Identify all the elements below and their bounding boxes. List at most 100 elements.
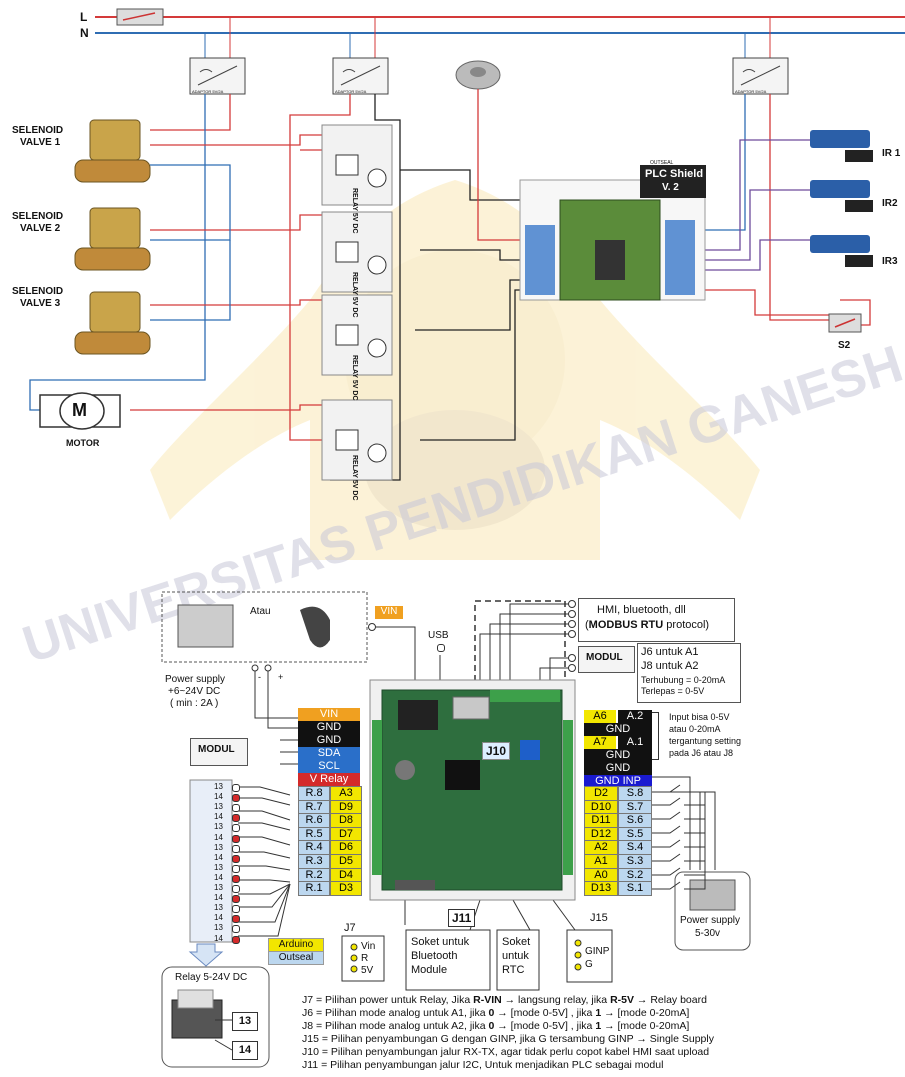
adapter-2 bbox=[332, 17, 389, 95]
j7-label: J7 bbox=[344, 922, 356, 934]
bt-line1: Soket untuk bbox=[411, 936, 470, 948]
terminal-14: 13 bbox=[214, 923, 223, 933]
motor-symbol: M bbox=[72, 400, 87, 420]
relay-module-3 bbox=[321, 294, 393, 376]
psu-group-box bbox=[161, 591, 368, 663]
ir3-label: IR3 bbox=[882, 256, 898, 267]
adapter-1-label: ADAPTOR 5V/2A bbox=[192, 89, 224, 94]
input-switches bbox=[652, 784, 716, 890]
legend-arduino: Arduino bbox=[268, 938, 324, 952]
j10-label: J10 bbox=[482, 742, 511, 760]
terminal-dot-3 bbox=[232, 814, 240, 823]
hmi-line2: (MODBUS RTU protocol) bbox=[585, 619, 709, 631]
psu-minus: - bbox=[258, 672, 261, 682]
relay-box-label: Relay 5-24V DC bbox=[175, 972, 248, 983]
j7-box bbox=[341, 935, 385, 982]
input-note-2: atau 0-20mA bbox=[669, 724, 721, 734]
relay-wire-bundle bbox=[238, 786, 291, 937]
pin-gnd-1: GND bbox=[298, 721, 360, 734]
pin-outseal-R.7: R.7 bbox=[298, 799, 330, 815]
label-n: N bbox=[80, 26, 89, 40]
relay-14: 14 bbox=[232, 1041, 258, 1060]
valve-3-label-b: VALVE 3 bbox=[20, 298, 61, 309]
relay-module-1 bbox=[321, 124, 393, 206]
pin-vin: VIN bbox=[298, 708, 360, 721]
note-3: J15 = Pilihan penyambungan G dengan GINP… bbox=[302, 1033, 714, 1045]
j15-opt-g: G bbox=[585, 959, 593, 970]
terminal-dot-6 bbox=[232, 844, 240, 853]
psu-plus: + bbox=[278, 672, 284, 682]
hmi-paren: ( bbox=[585, 619, 589, 631]
terminal-9: 14 bbox=[214, 872, 223, 882]
terminal-4: 13 bbox=[214, 822, 223, 832]
legend-outseal: Outseal bbox=[268, 951, 324, 965]
pin-right-gnd-1: GND bbox=[584, 723, 652, 736]
note-5: J11 = Pilihan penyambungan jalur I2C, Un… bbox=[302, 1059, 664, 1071]
pin-right-gnd-4: GND bbox=[584, 762, 652, 775]
note-4: J10 = Pilihan penyambungan jalur RX-TX, … bbox=[302, 1046, 710, 1058]
pin-outseal-S.1: S.1 bbox=[618, 881, 652, 897]
input-bracket bbox=[652, 712, 659, 760]
valve-2-label-a: SELENOID bbox=[12, 211, 64, 222]
pin-right-gnd-3: GND bbox=[584, 749, 652, 762]
adapter-1 bbox=[189, 17, 246, 95]
pin-arduino-A2: A2 bbox=[584, 840, 618, 856]
j15-box bbox=[566, 929, 613, 983]
valve-1-label-a: SELENOID bbox=[12, 125, 64, 136]
psu-label-1: Power supply bbox=[165, 674, 226, 685]
terminal-13: 14 bbox=[214, 913, 223, 923]
terminal-10: 13 bbox=[214, 883, 223, 892]
pin-outseal-S.4: S.4 bbox=[618, 840, 652, 856]
hmi-bold: MODBUS RTU bbox=[588, 619, 664, 631]
pin-outseal-S.5: S.5 bbox=[618, 826, 652, 842]
relay-1-label: RELAY 5V DC bbox=[351, 188, 358, 234]
modul-right-box bbox=[578, 646, 635, 673]
dashed-hmi-box bbox=[474, 600, 566, 682]
terminal-2: 13 bbox=[214, 802, 223, 812]
terminal-1: 14 bbox=[214, 792, 223, 802]
j15-label: J15 bbox=[590, 912, 608, 924]
pin-outseal-S.6: S.6 bbox=[618, 813, 652, 829]
pin-outseal-R.8: R.8 bbox=[298, 786, 330, 801]
pin-outseal-R.1: R.1 bbox=[298, 881, 330, 897]
note-0: J7 = Pilihan power untuk Relay, Jika R-V… bbox=[302, 994, 707, 1006]
pin-outseal-R.4: R.4 bbox=[298, 840, 330, 856]
rtc-line1: Soket bbox=[502, 936, 531, 948]
pin-gnd-2: GND bbox=[298, 734, 360, 747]
terminal-6: 13 bbox=[214, 842, 223, 852]
ir1-label: IR 1 bbox=[882, 148, 901, 159]
j6-info-3: Terhubung = 0-20mA bbox=[641, 675, 726, 685]
valve-3-label-a: SELENOID bbox=[12, 286, 64, 297]
pin-right-A7: A7 bbox=[584, 736, 616, 749]
adapter-2-label: ADAPTOR 5V/2A bbox=[335, 89, 367, 94]
adapter-3 bbox=[732, 17, 789, 95]
s2-label: S2 bbox=[838, 340, 851, 351]
adapter-3-label: ADAPTOR 5V/2A bbox=[735, 89, 767, 94]
ir-sensor-2 bbox=[810, 180, 873, 212]
psu-right-2: 5-30v bbox=[695, 928, 721, 939]
note-1: J6 = Pilihan mode analog untuk A1, jika … bbox=[302, 1007, 690, 1019]
rtc-box bbox=[496, 929, 540, 991]
motor-label: MOTOR bbox=[66, 438, 100, 448]
terminal-dot-14 bbox=[232, 925, 240, 934]
relay-13: 13 bbox=[232, 1012, 258, 1031]
terminal-dot-1 bbox=[232, 794, 240, 803]
psu-brick bbox=[177, 604, 234, 648]
terminal-dot-5 bbox=[232, 834, 240, 843]
pin-arduino-D4: D4 bbox=[330, 867, 362, 883]
pin-right-gnd-inp: GND INP bbox=[584, 775, 652, 788]
upper-wiring bbox=[29, 89, 871, 481]
pin-arduino-D12: D12 bbox=[584, 826, 618, 842]
pin-arduino-A1: A1 bbox=[584, 854, 618, 869]
down-arrow bbox=[188, 943, 224, 967]
relay-module-4 bbox=[321, 399, 393, 481]
psu-right-image bbox=[689, 879, 736, 911]
pin-right-A.1: A.1 bbox=[618, 736, 652, 749]
j7-opt-vin: Vin bbox=[361, 941, 376, 952]
modul-left-box bbox=[190, 738, 248, 766]
bt-box bbox=[405, 929, 491, 991]
plc-shield-board bbox=[519, 165, 706, 301]
rtc-line3: RTC bbox=[502, 964, 525, 976]
rtc-line2: untuk bbox=[502, 950, 529, 962]
valve-3 bbox=[74, 291, 151, 355]
